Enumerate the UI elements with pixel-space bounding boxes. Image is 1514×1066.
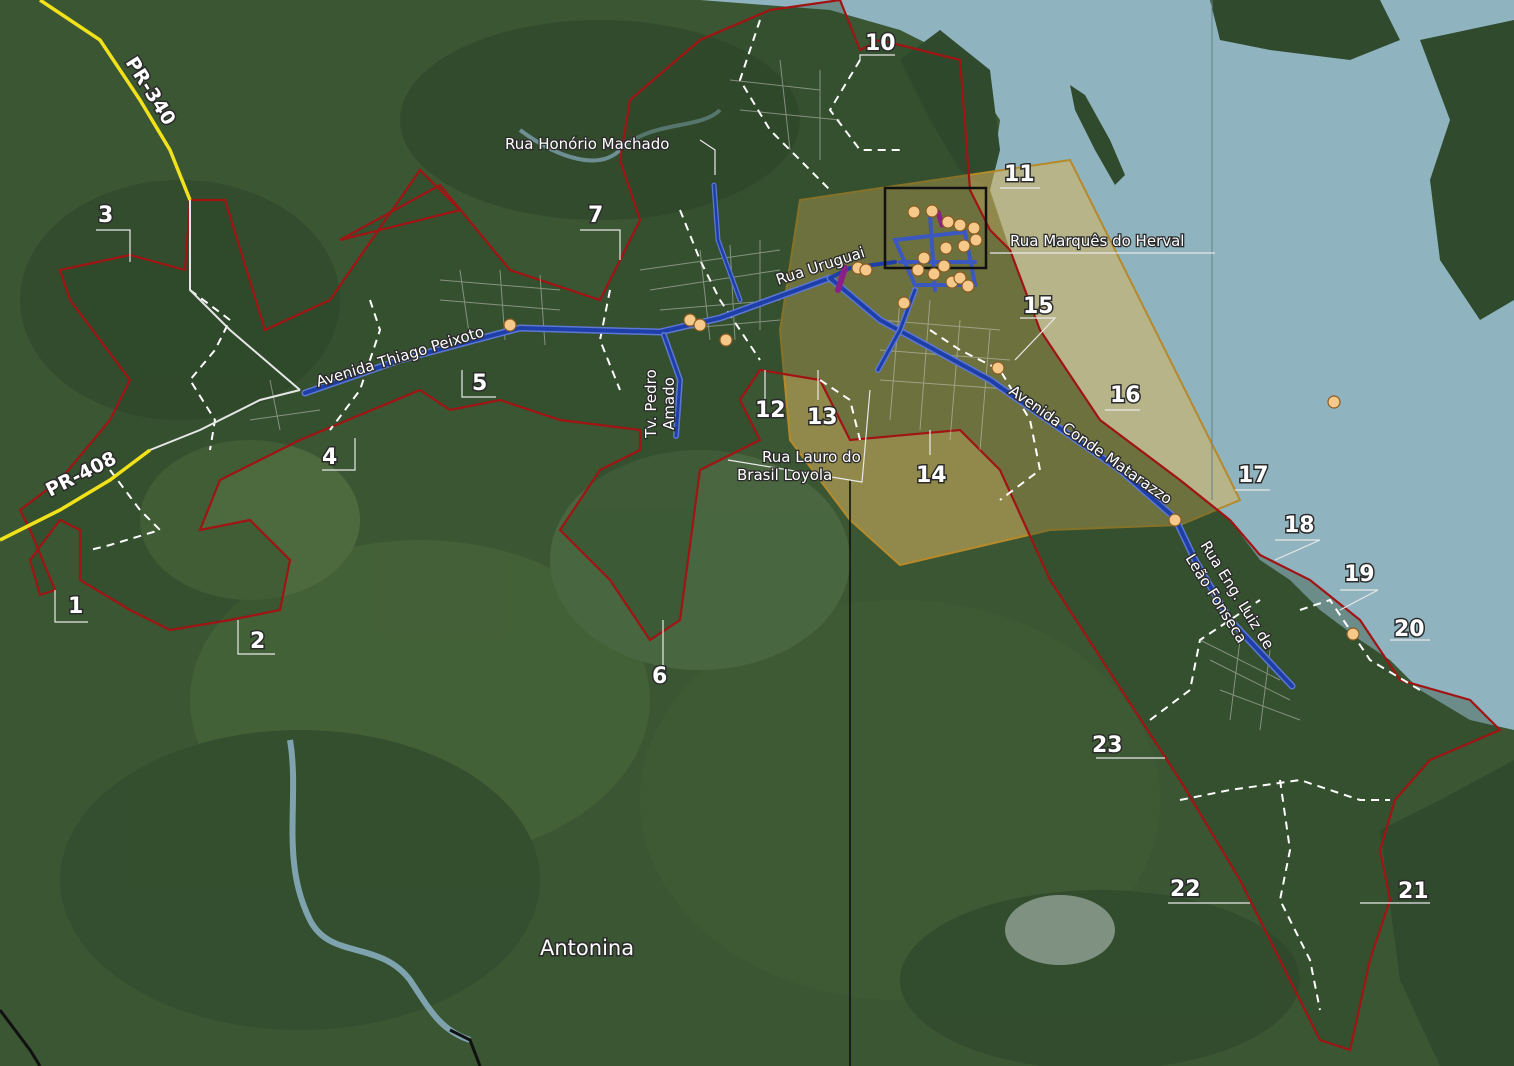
zone-label-2: 2 <box>250 629 265 654</box>
zone-boundaries <box>89 19 1421 1011</box>
zone-label-1: 1 <box>68 594 83 619</box>
zone-label-5: 5 <box>472 371 487 396</box>
zone-label-12: 12 <box>755 398 786 423</box>
poi-points <box>503 204 1360 641</box>
city-label-antonina: Antonina <box>540 936 634 960</box>
highway-pr408 <box>0 448 152 542</box>
river <box>287 739 472 1043</box>
river-north <box>518 108 722 163</box>
zone-label-3: 3 <box>98 203 113 228</box>
zone-label-7: 7 <box>588 203 603 228</box>
zone-label-23: 23 <box>1092 733 1123 758</box>
zone-label-17: 17 <box>1238 463 1269 488</box>
street-grid <box>249 59 1301 731</box>
terrain-patches <box>20 20 1300 1066</box>
street-uruguai <box>828 260 897 280</box>
zone-label-21: 21 <box>1398 879 1429 904</box>
zone-label-20: 20 <box>1394 617 1425 642</box>
coast-line-sw <box>0 1009 482 1066</box>
east-shore <box>1420 20 1514 320</box>
street-label-lauro-1: Rua Lauro do <box>762 448 861 466</box>
zone-leaders <box>54 54 1430 904</box>
zone-label-4: 4 <box>322 445 337 470</box>
highway-pr340 <box>39 0 192 201</box>
main-streets <box>301 182 1296 690</box>
street-label-honorio: Rua Honório Machado <box>505 135 669 153</box>
southeast-shore <box>1380 760 1514 1066</box>
coastal-mangrove <box>900 30 1000 190</box>
street-label-lauro-2: Brasil Loyola <box>737 466 832 484</box>
zone-label-10: 10 <box>865 31 896 56</box>
street-label-pedro-1: Tv. Pedro <box>642 369 660 439</box>
zone-label-19: 19 <box>1344 562 1375 587</box>
zone-label-18: 18 <box>1284 513 1315 538</box>
urban-boundary <box>18 0 1502 1052</box>
north-shore <box>1210 0 1400 60</box>
street-purple <box>835 265 848 293</box>
zone-label-13: 13 <box>807 405 838 430</box>
zone-label-15: 15 <box>1023 294 1054 319</box>
zone-label-11: 11 <box>1004 162 1035 187</box>
island-shape <box>1070 85 1125 185</box>
zone-label-16: 16 <box>1110 383 1141 408</box>
road-white <box>149 200 301 451</box>
zone-label-6: 6 <box>652 664 667 689</box>
zone-label-22: 22 <box>1170 877 1201 902</box>
zone-label-14: 14 <box>916 463 947 488</box>
street-label-herval: Rua Marquês do Herval <box>1010 232 1184 250</box>
street-label-pedro-2: Amado <box>660 377 678 430</box>
